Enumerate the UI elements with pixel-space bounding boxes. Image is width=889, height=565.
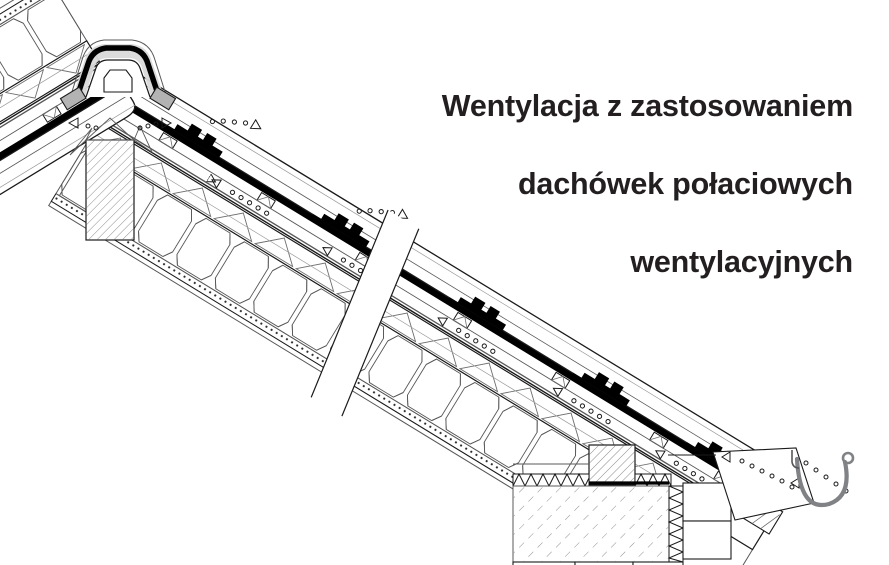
ridge-beam — [85, 139, 135, 241]
title-line-1: Wentylacja z zastosowaniem — [441, 89, 853, 123]
wall-plate — [588, 444, 636, 486]
ridge-bracket-left — [59, 86, 87, 111]
slab-blocks — [512, 561, 684, 565]
gutter-lip — [791, 450, 800, 469]
ventilation-tile-2 — [312, 213, 370, 248]
title-line-2: dachówek połaciowych — [518, 167, 853, 201]
airflow-intake — [668, 451, 849, 494]
gutter — [794, 456, 849, 508]
right-roof-slope — [48, 68, 802, 565]
gutter-bead — [841, 451, 855, 465]
airflow-exhaust — [209, 118, 409, 219]
page-title: Wentylacja z zastosowaniem dachówek poła… — [398, 48, 853, 321]
wall-insulation — [667, 485, 685, 563]
left-roof-slope — [0, 0, 136, 269]
ventilation-tile-1 — [165, 123, 223, 158]
ridge-cap-assembly — [59, 39, 177, 111]
ventilation-tile-4 — [572, 372, 630, 407]
ridge-bracket-right — [149, 86, 177, 111]
eaves-wall-detail — [512, 444, 855, 565]
insulation-cells-left — [0, 0, 82, 105]
airflow-ridge-exhaust — [67, 117, 173, 131]
exterior-blocks — [682, 469, 746, 560]
break-line — [310, 209, 420, 417]
masonry-wall — [512, 463, 670, 563]
ventilation-tile-3 — [449, 296, 507, 331]
title-line-3: wentylacyjnych — [630, 245, 853, 279]
